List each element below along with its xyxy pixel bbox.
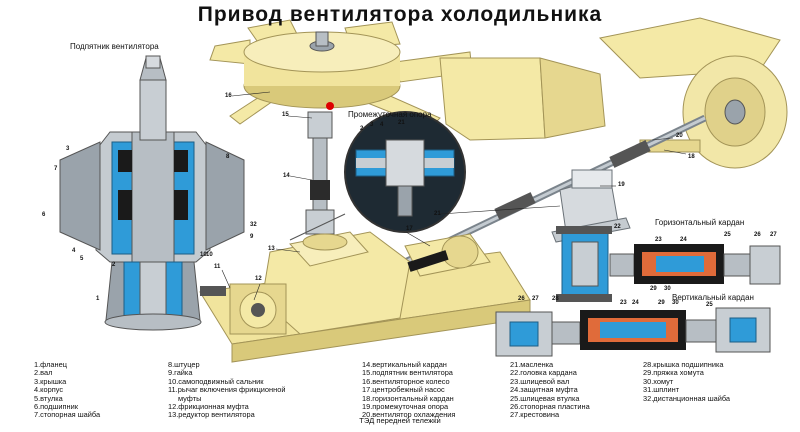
legend-item: 7.стопорная шайба (34, 410, 101, 420)
leader-lines (221, 91, 687, 301)
legend-column-3: 14.вертикальный кардан 15.подпятник вент… (362, 360, 456, 420)
callout-b9: 9 (250, 234, 254, 240)
callout-19: 19 (618, 182, 625, 188)
callout-i4: 4 (380, 122, 384, 128)
legend-item: 2.вал (34, 368, 53, 378)
horizontal-cardan-detail (556, 226, 781, 302)
callout-i21: 21 (398, 120, 405, 126)
legend-item: 22.головка кардана (510, 368, 577, 378)
callout-h27: 27 (770, 232, 777, 238)
callout-h26: 26 (754, 232, 761, 238)
legend-item: 6.подшипник (34, 402, 78, 412)
callout-b5: 5 (80, 256, 84, 262)
legend-item: 9.гайка (168, 368, 193, 378)
callout-22: 22 (614, 224, 621, 230)
callout-b10: 10 (206, 252, 213, 258)
label-fan-bearing: Подпятник вентилятора (70, 42, 159, 51)
callout-h30: 30 (664, 286, 671, 292)
callout-b8: 8 (226, 154, 230, 160)
callout-v27: 27 (532, 296, 539, 302)
legend-item: 25.шлицевая втулка (510, 393, 580, 403)
legend-item: 12.фрикционная муфта (168, 402, 249, 412)
legend-item: 21.масленка (510, 360, 554, 369)
legend-item: 4.корпус (34, 385, 64, 395)
legend-item: 20.вентилятор охлаждения (362, 410, 456, 420)
callout-h24: 24 (680, 237, 687, 243)
legend-item: 27.крестовина (510, 410, 560, 420)
callout-11: 11 (214, 264, 221, 270)
legend-item: 10.самоподвижный сальник (168, 376, 264, 386)
legend-item: 30.хомут (643, 376, 674, 386)
footer-caption: ТЭД передней тележки (359, 416, 441, 425)
page-title: Привод вентилятора холодильника (197, 3, 603, 26)
legend-item: муфты (178, 393, 202, 403)
fan-wheel (209, 19, 473, 129)
legend-item: 8.штуцер (168, 360, 200, 369)
legend-item: 24.защитная муфта (510, 385, 578, 395)
callout-21: 21 (434, 211, 441, 217)
callout-16: 16 (225, 93, 232, 99)
callout-v23: 23 (620, 300, 627, 306)
vertical-cardan-detail (495, 307, 771, 357)
callout-12: 12 (255, 276, 262, 282)
legend-item: 14.вертикальный кардан (362, 360, 447, 369)
callout-13: 13 (268, 246, 275, 252)
legend-item: 26.стопорная пластина (510, 402, 590, 412)
legend-item: 3.крышка (34, 376, 67, 386)
callout-v24: 24 (632, 300, 639, 306)
legend-item: 23.шлицевой вал (510, 376, 570, 386)
legend-item: 29.пряжка хомута (643, 368, 704, 378)
legend-item: 1.фланец (34, 360, 67, 369)
callout-i2: 2 (360, 126, 364, 132)
label-vertical-cardan: Вертикальный кардан (672, 293, 754, 302)
legend-item: 32.дистанционная шайба (643, 393, 731, 403)
callout-18: 18 (688, 154, 695, 160)
callout-v25: 25 (706, 302, 713, 308)
legend-item: 18.горизонтальный кардан (362, 393, 454, 403)
legend-item: 5.втулка (34, 393, 63, 403)
legend-item: 31.шплинт (643, 385, 680, 395)
callout-10: 10 (200, 252, 207, 258)
gearbox-assembly (199, 231, 531, 363)
legend-item: 16.вентиляторное колесо (362, 376, 450, 386)
legend-column-5: 28.крышка подшипника 29.пряжка хомута 30… (643, 360, 731, 403)
callout-v26: 26 (518, 296, 525, 302)
callout-17: 17 (406, 226, 413, 232)
callout-14: 14 (283, 173, 290, 179)
label-horizontal-cardan: Горизонтальный кардан (655, 218, 745, 227)
legend-column-2: 8.штуцер 9.гайка 10.самоподвижный сальни… (168, 360, 286, 420)
legend-item: 11.рычаг включения фрикционной (168, 385, 286, 395)
callout-h25: 25 (724, 232, 731, 238)
legend-item: 19.промежуточная опора (362, 402, 449, 412)
callout-b4: 4 (72, 248, 76, 254)
callout-b2: 2 (112, 262, 116, 268)
callout-i3: 3 (370, 122, 374, 128)
callout-v28: 28 (552, 296, 559, 302)
intermediate-inset (289, 111, 466, 241)
cooling-fan-housing (439, 17, 788, 169)
callout-b3: 3 (66, 146, 70, 152)
legend-item: 13.редуктор вентилятора (168, 410, 255, 420)
callout-h29: 29 (650, 286, 657, 292)
callout-v30: 30 (672, 300, 679, 306)
legend-item: 15.подпятник вентилятора (362, 368, 453, 378)
legend-column-4: 21.масленка 22.головка кардана 23.шлицев… (510, 360, 590, 420)
legend-item: 17.центробежный насос (362, 385, 445, 395)
callout-b32: 32 (250, 222, 257, 228)
callout-b6: 6 (42, 212, 46, 218)
legend-column-1: 1.фланец 2.вал 3.крышка 4.корпус 5.втулк… (34, 360, 101, 420)
label-intermediate-support: Промежуточная опора (348, 110, 432, 119)
callout-b7: 7 (54, 166, 58, 172)
callout-b1: 1 (96, 296, 100, 302)
callout-h23: 23 (655, 237, 662, 243)
bearing-cutaway (59, 55, 245, 331)
callout-v29: 29 (658, 300, 665, 306)
legend-item: 28.крышка подшипника (643, 360, 724, 369)
callout-15: 15 (282, 112, 289, 118)
callout-20: 20 (676, 133, 683, 139)
vertical-shaft (305, 102, 335, 235)
